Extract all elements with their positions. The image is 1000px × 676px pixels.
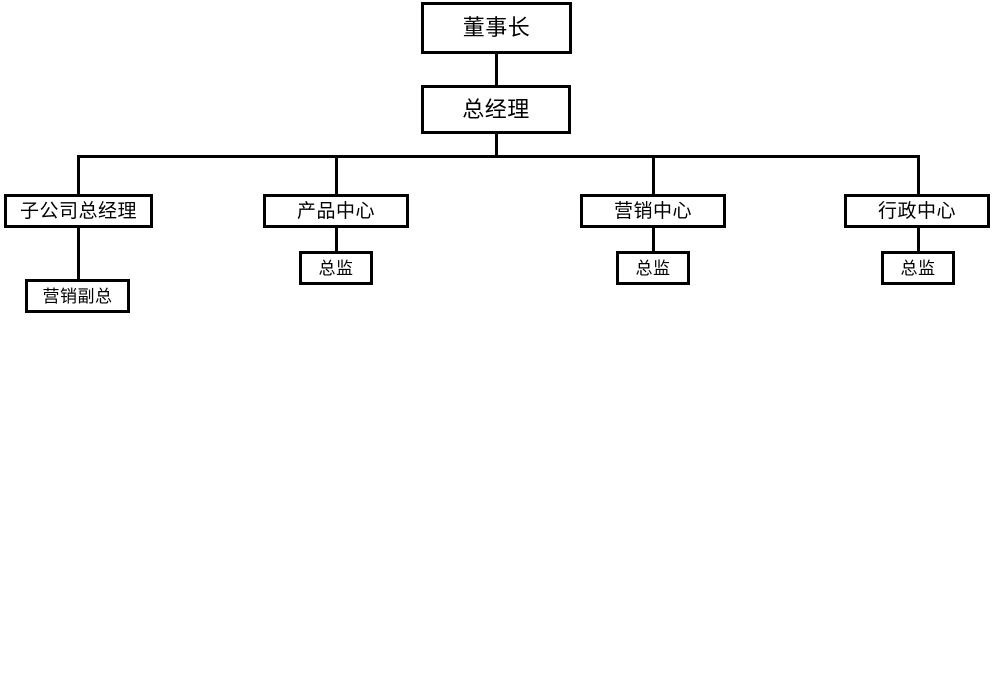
- node-marketing-vp[interactable]: 营销副总: [25, 279, 130, 313]
- node-general-manager-label: 总经理: [462, 96, 530, 122]
- node-product-director-label: 总监: [318, 258, 354, 278]
- node-subsidiary-gm-label: 子公司总经理: [19, 200, 137, 222]
- connector-bus-horizontal: [77, 155, 920, 158]
- connector-subsidiary-gm-to-marketing-vp: [77, 228, 80, 279]
- node-marketing-director[interactable]: 总监: [616, 251, 690, 285]
- node-marketing-center[interactable]: 营销中心: [580, 194, 726, 228]
- node-marketing-center-label: 营销中心: [613, 200, 692, 222]
- connector-bus-to-marketing-center: [652, 155, 655, 194]
- node-marketing-vp-label: 营销副总: [42, 286, 113, 306]
- node-admin-center-label: 行政中心: [877, 200, 956, 222]
- node-marketing-director-label: 总监: [635, 258, 671, 278]
- node-subsidiary-gm[interactable]: 子公司总经理: [4, 194, 153, 228]
- node-general-manager[interactable]: 总经理: [421, 85, 571, 134]
- node-admin-director[interactable]: 总监: [881, 251, 955, 285]
- node-chairman-label: 董事长: [462, 15, 531, 40]
- connector-bus-to-admin-center: [917, 155, 920, 194]
- node-product-director[interactable]: 总监: [299, 251, 373, 285]
- node-product-center-label: 产品中心: [296, 200, 375, 222]
- node-admin-director-label: 总监: [900, 258, 936, 278]
- connector-bus-to-subsidiary-gm: [77, 155, 80, 194]
- node-chairman[interactable]: 董事长: [421, 2, 572, 54]
- connector-bus-to-product-center: [335, 155, 338, 194]
- connector-product-center-to-director: [335, 228, 338, 252]
- connector-gm-to-bus: [495, 134, 498, 158]
- node-admin-center[interactable]: 行政中心: [844, 194, 990, 228]
- connector-chairman-to-gm: [495, 54, 498, 85]
- connector-marketing-center-to-director: [652, 228, 655, 252]
- node-product-center[interactable]: 产品中心: [263, 194, 409, 228]
- connector-admin-center-to-director: [917, 228, 920, 252]
